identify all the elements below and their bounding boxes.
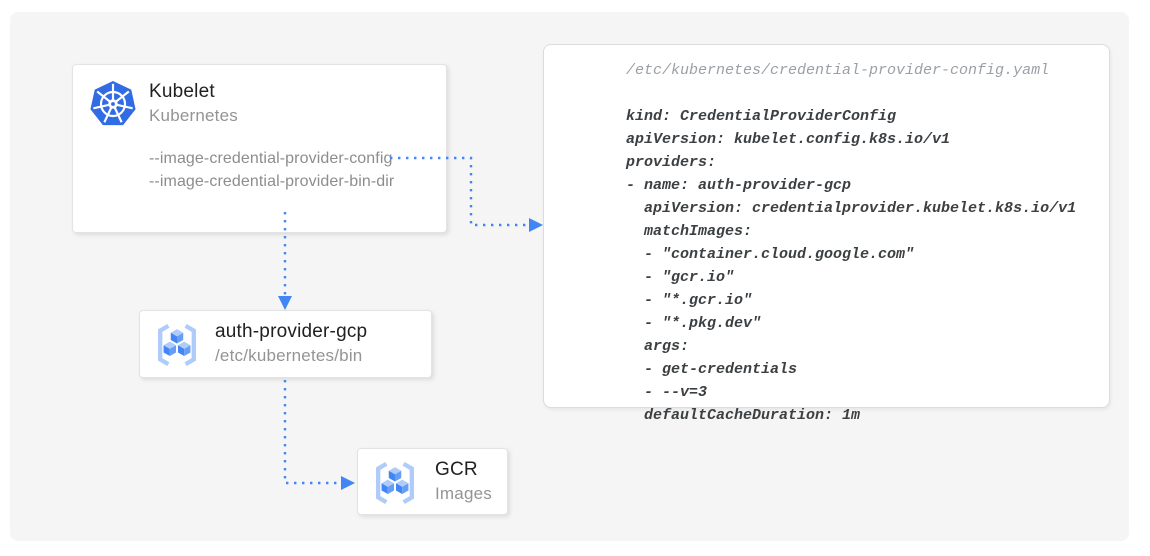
config-yaml-panel: /etc/kubernetes/credential-provider-conf…	[543, 44, 1110, 424]
auth-provider-title: auth-provider-gcp	[215, 321, 368, 342]
gcr-subtitle: Images	[435, 484, 492, 503]
kubelet-flags: --image-credential-provider-config --ima…	[149, 147, 394, 193]
gcr-title: GCR	[435, 459, 478, 480]
config-yaml-filename: /etc/kubernetes/credential-provider-conf…	[626, 62, 1050, 79]
config-yaml-code: kind: CredentialProviderConfig apiVersio…	[626, 108, 1077, 424]
kubelet-title: Kubelet	[149, 81, 215, 102]
node-gcr: GCR Images	[357, 448, 508, 515]
kubelet-flag-config: --image-credential-provider-config	[149, 150, 393, 167]
node-auth-provider-gcp: auth-provider-gcp /etc/kubernetes/bin	[139, 310, 432, 378]
gcr-cubes-icon	[158, 323, 196, 367]
auth-provider-subtitle: /etc/kubernetes/bin	[215, 346, 363, 365]
kubelet-flag-bin-dir: --image-credential-provider-bin-dir	[149, 173, 395, 190]
node-kubelet: Kubelet Kubernetes --image-credential-pr…	[72, 64, 447, 233]
kubelet-subtitle: Kubernetes	[149, 106, 238, 125]
gcr-cubes-icon	[376, 461, 414, 505]
kubernetes-helm-icon	[90, 80, 136, 126]
